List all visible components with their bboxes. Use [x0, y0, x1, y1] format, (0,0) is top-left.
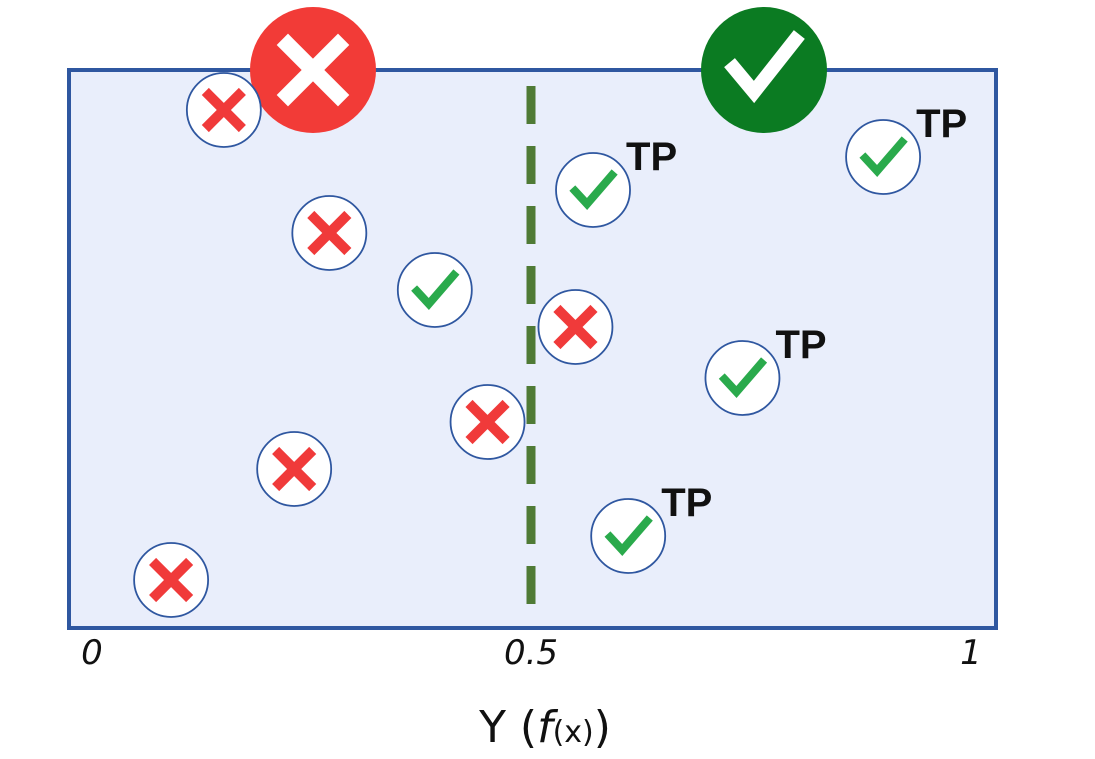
- marker-check: TP: [704, 323, 827, 416]
- marker-ring: [704, 340, 781, 416]
- marker-check: [396, 252, 473, 328]
- marker-cross: [185, 72, 262, 148]
- marker-ring: [590, 498, 667, 574]
- tp-label: TP: [626, 135, 677, 179]
- cross-icon: [272, 446, 317, 492]
- positive-class-badge: [701, 7, 827, 133]
- tick-label-0-5: 0.5: [504, 633, 558, 673]
- check-icon: [411, 269, 460, 311]
- check-icon: [569, 169, 618, 211]
- tick-label-1: 1: [960, 633, 982, 673]
- cross-icon: [465, 399, 510, 445]
- cross-icon: [201, 87, 246, 133]
- cross-icon: [307, 210, 352, 256]
- marker-cross: [256, 431, 333, 507]
- tp-label: TP: [661, 481, 712, 525]
- cross-icon: [553, 304, 598, 350]
- marker-ring: [555, 152, 631, 228]
- marker-layer: TP TP TP TP: [133, 72, 967, 618]
- marker-check: TP: [555, 135, 677, 228]
- tick-label-0: 0: [81, 633, 103, 673]
- marker-cross: [449, 384, 526, 460]
- marker-cross: [537, 289, 614, 365]
- check-icon: [724, 30, 805, 104]
- marker-ring: [396, 252, 473, 328]
- tp-label: TP: [775, 323, 826, 367]
- axis-title-x: (x): [553, 715, 594, 750]
- marker-cross: [133, 542, 210, 618]
- negative-class-badge: [250, 7, 376, 133]
- cross-icon: [276, 33, 350, 107]
- axis-title-y: Y (: [478, 702, 537, 753]
- check-icon: [604, 515, 653, 557]
- cross-icon: [149, 557, 194, 603]
- axis-title-close: ): [594, 702, 611, 753]
- axis-title: Y (f(x)): [478, 702, 611, 753]
- tp-label: TP: [916, 102, 967, 146]
- check-icon: [718, 357, 768, 399]
- marker-check: TP: [845, 102, 967, 195]
- marker-check: TP: [590, 481, 712, 574]
- marker-ring: [845, 119, 921, 195]
- marker-cross: [291, 195, 368, 271]
- check-icon: [859, 136, 908, 178]
